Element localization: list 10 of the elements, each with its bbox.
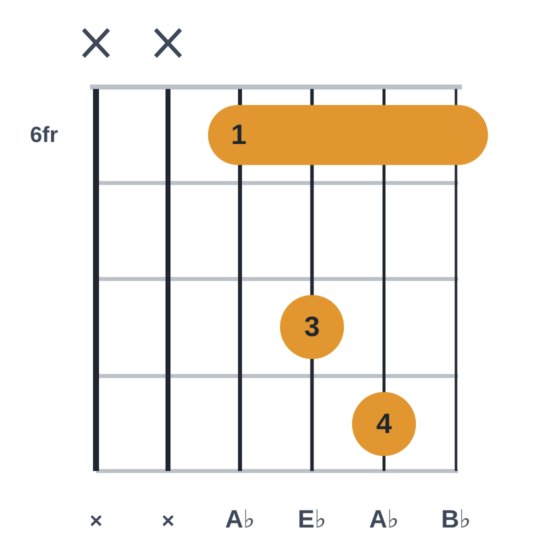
finger-number: 4 [376, 410, 392, 438]
mute-mark-label: × [90, 510, 102, 532]
string-note-label: E♭ [298, 508, 326, 532]
string-note-label: A♭ [369, 508, 399, 532]
string-note-label: A♭ [225, 508, 255, 532]
finger-number: 1 [231, 121, 247, 149]
string-note-label: B♭ [441, 508, 471, 532]
fret-position-label: 6fr [30, 124, 58, 146]
finger-number: 3 [304, 313, 320, 341]
mute-mark-label: × [162, 510, 174, 532]
